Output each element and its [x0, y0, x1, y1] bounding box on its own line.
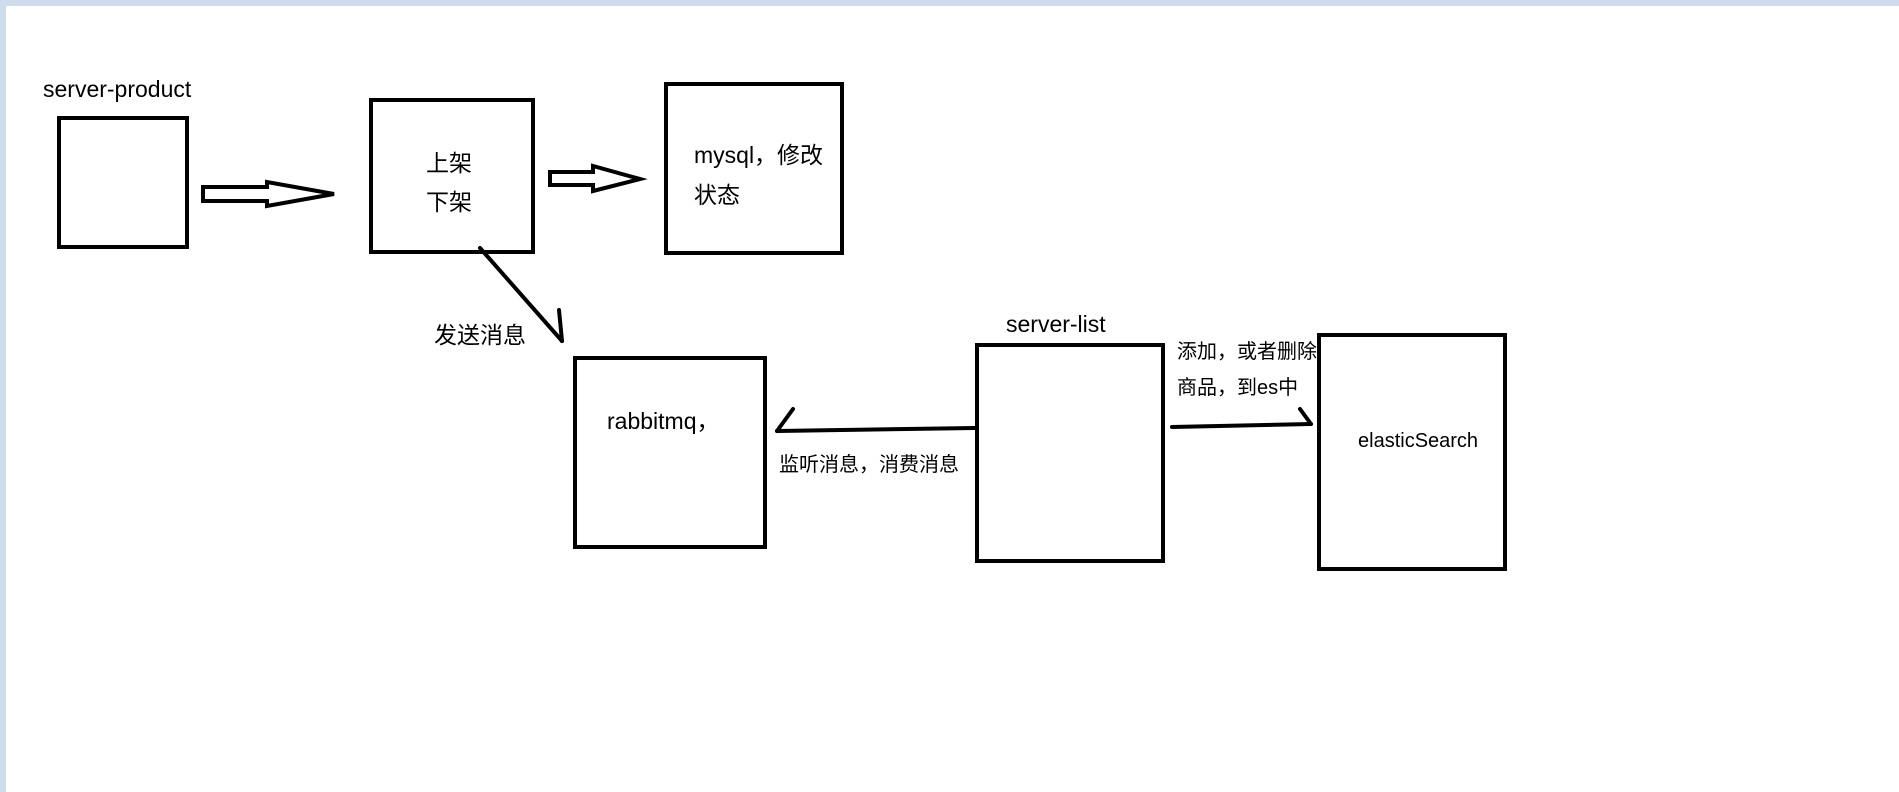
- label-elasticsearch: elasticSearch: [1358, 430, 1478, 452]
- label-shelf-on: 上架: [426, 150, 472, 176]
- server-list-box: [975, 343, 1165, 563]
- label-server-list: server-list: [1006, 311, 1106, 337]
- label-listen-consume: 监听消息，消费消息: [779, 453, 959, 476]
- rabbitmq-box: [573, 356, 767, 549]
- block-arrow-shelf-to-mysql: [548, 163, 648, 194]
- arrow-shelf-to-rabbitmq: [478, 246, 564, 343]
- block-arrow-product-to-shelf: [201, 179, 335, 209]
- arrowhead-shelf-to-rabbitmq: [557, 308, 564, 343]
- label-rabbitmq: rabbitmq，: [607, 408, 719, 434]
- label-mysql-line1: mysql，修改: [694, 142, 823, 168]
- label-es-action-line2: 商品，到es中: [1177, 376, 1298, 399]
- arrowhead-serverlist-to-rabbitmq: [775, 407, 795, 433]
- elasticsearch-box: [1317, 333, 1507, 571]
- label-server-product: server-product: [43, 76, 192, 102]
- label-shelf-off: 下架: [426, 189, 472, 215]
- server-product-box: [57, 116, 189, 249]
- shelf-box: [369, 98, 535, 254]
- label-mysql-line2: 状态: [694, 182, 740, 208]
- arrow-serverlist-to-elasticsearch: [1170, 422, 1313, 429]
- mysql-box: [664, 82, 844, 255]
- label-send-message: 发送消息: [434, 322, 526, 348]
- arrow-serverlist-to-rabbitmq: [775, 426, 977, 433]
- label-es-action-line1: 添加，或者删除: [1177, 340, 1317, 363]
- arrowhead-serverlist-to-elasticsearch: [1298, 407, 1313, 426]
